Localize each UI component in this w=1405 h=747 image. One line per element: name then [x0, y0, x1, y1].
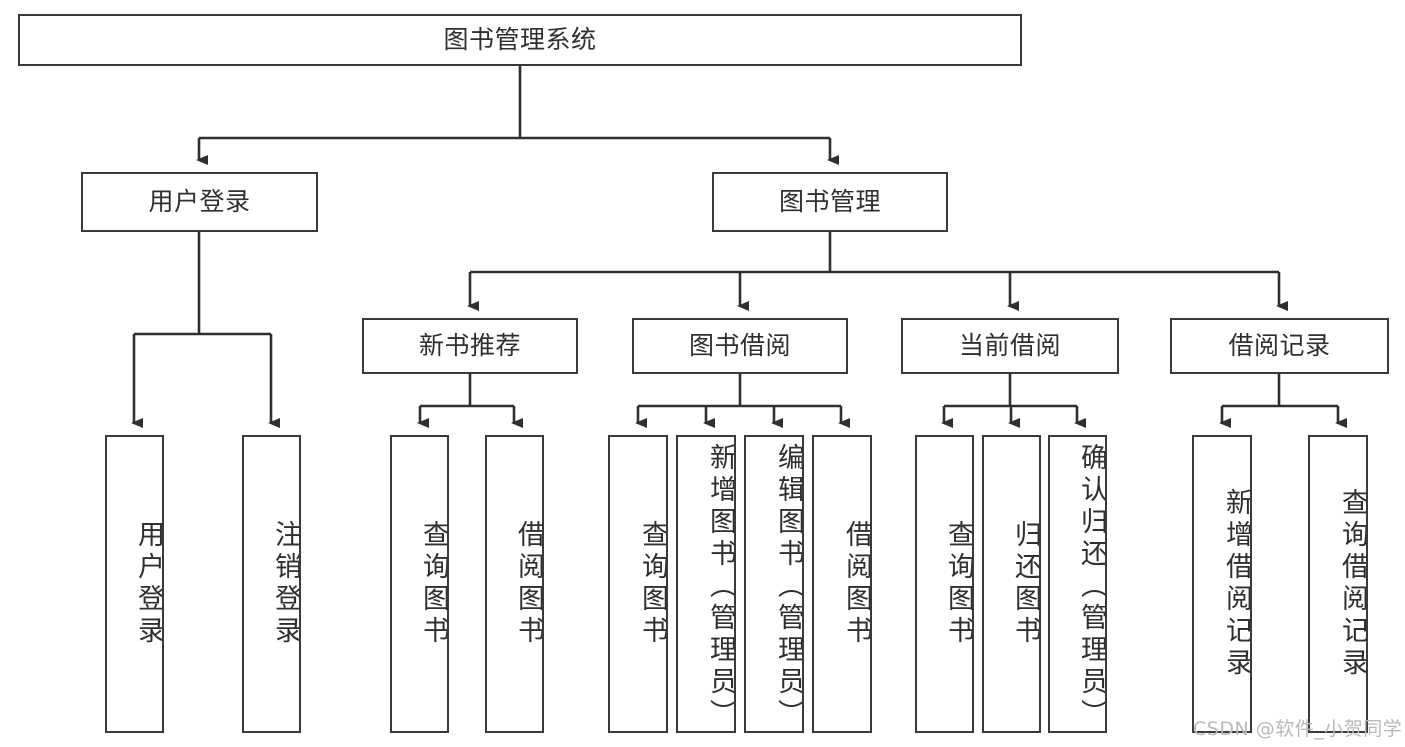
- leaf-text-wrap: 新增借阅记录: [1194, 437, 1250, 731]
- leaf-text-wrap: 查询图书: [917, 437, 972, 731]
- node-label: 归还图书: [1010, 520, 1041, 648]
- node-label: 新增图书（管理员）: [705, 443, 736, 731]
- leaf-text-wrap: 用户登录: [107, 437, 162, 731]
- leaf-text-wrap: 查询图书: [392, 437, 447, 731]
- node-leaf-add-borrow-record[interactable]: 新增借阅记录: [1192, 435, 1252, 733]
- node-leaf-return-book[interactable]: 归还图书: [982, 435, 1041, 733]
- node-label: 新增借阅记录: [1221, 488, 1252, 680]
- node-root-book-management-system[interactable]: 图书管理系统: [18, 14, 1022, 66]
- leaf-text-wrap: 编辑图书（管理员）: [746, 437, 804, 731]
- node-label: 图书管理: [778, 187, 881, 217]
- node-book-management[interactable]: 图书管理: [712, 172, 948, 232]
- node-label: 注销登录: [270, 520, 301, 648]
- leaf-text-wrap: 借阅图书: [487, 437, 542, 731]
- leaf-text-wrap: 注销登录: [244, 437, 299, 731]
- node-label: 图书借阅: [688, 331, 791, 361]
- leaf-text-wrap: 查询借阅记录: [1310, 437, 1366, 731]
- node-label: 图书管理系统: [443, 25, 597, 55]
- node-label: 确认归还（管理员）: [1076, 443, 1107, 731]
- node-leaf-borrow-book-recommend[interactable]: 借阅图书: [485, 435, 544, 733]
- node-label: 新书推荐: [418, 331, 521, 361]
- node-label: 借阅图书: [841, 520, 872, 648]
- node-leaf-confirm-return-admin[interactable]: 确认归还（管理员）: [1048, 435, 1107, 733]
- node-leaf-user-login[interactable]: 用户登录: [105, 435, 164, 733]
- node-leaf-query-book-borrow[interactable]: 查询图书: [608, 435, 668, 733]
- leaf-text-wrap: 借阅图书: [814, 437, 870, 731]
- node-leaf-query-borrow-record[interactable]: 查询借阅记录: [1308, 435, 1368, 733]
- node-new-book-recommend[interactable]: 新书推荐: [362, 318, 578, 374]
- node-label: 编辑图书（管理员）: [773, 443, 804, 731]
- node-label: 查询图书: [943, 520, 974, 648]
- node-label: 用户登录: [148, 187, 251, 217]
- node-leaf-borrow-book[interactable]: 借阅图书: [812, 435, 872, 733]
- node-label: 查询借阅记录: [1337, 488, 1368, 680]
- node-leaf-query-book-current[interactable]: 查询图书: [915, 435, 974, 733]
- node-leaf-add-book-admin[interactable]: 新增图书（管理员）: [676, 435, 736, 733]
- node-user-login[interactable]: 用户登录: [81, 172, 318, 232]
- node-label: 当前借阅: [958, 331, 1061, 361]
- node-label: 借阅记录: [1228, 331, 1331, 361]
- node-label: 借阅图书: [513, 520, 544, 648]
- node-borrow-records[interactable]: 借阅记录: [1170, 318, 1389, 374]
- node-label: 查询图书: [637, 520, 668, 648]
- leaf-text-wrap: 新增图书（管理员）: [678, 437, 736, 731]
- node-leaf-query-book-recommend[interactable]: 查询图书: [390, 435, 449, 733]
- leaf-text-wrap: 确认归还（管理员）: [1050, 437, 1107, 731]
- leaf-text-wrap: 查询图书: [610, 437, 666, 731]
- node-current-borrow[interactable]: 当前借阅: [901, 318, 1119, 374]
- leaf-text-wrap: 归还图书: [984, 437, 1039, 731]
- node-book-borrow[interactable]: 图书借阅: [632, 318, 848, 374]
- node-label: 用户登录: [133, 520, 164, 648]
- node-leaf-logout[interactable]: 注销登录: [242, 435, 301, 733]
- node-label: 查询图书: [418, 520, 449, 648]
- node-leaf-edit-book-admin[interactable]: 编辑图书（管理员）: [744, 435, 804, 733]
